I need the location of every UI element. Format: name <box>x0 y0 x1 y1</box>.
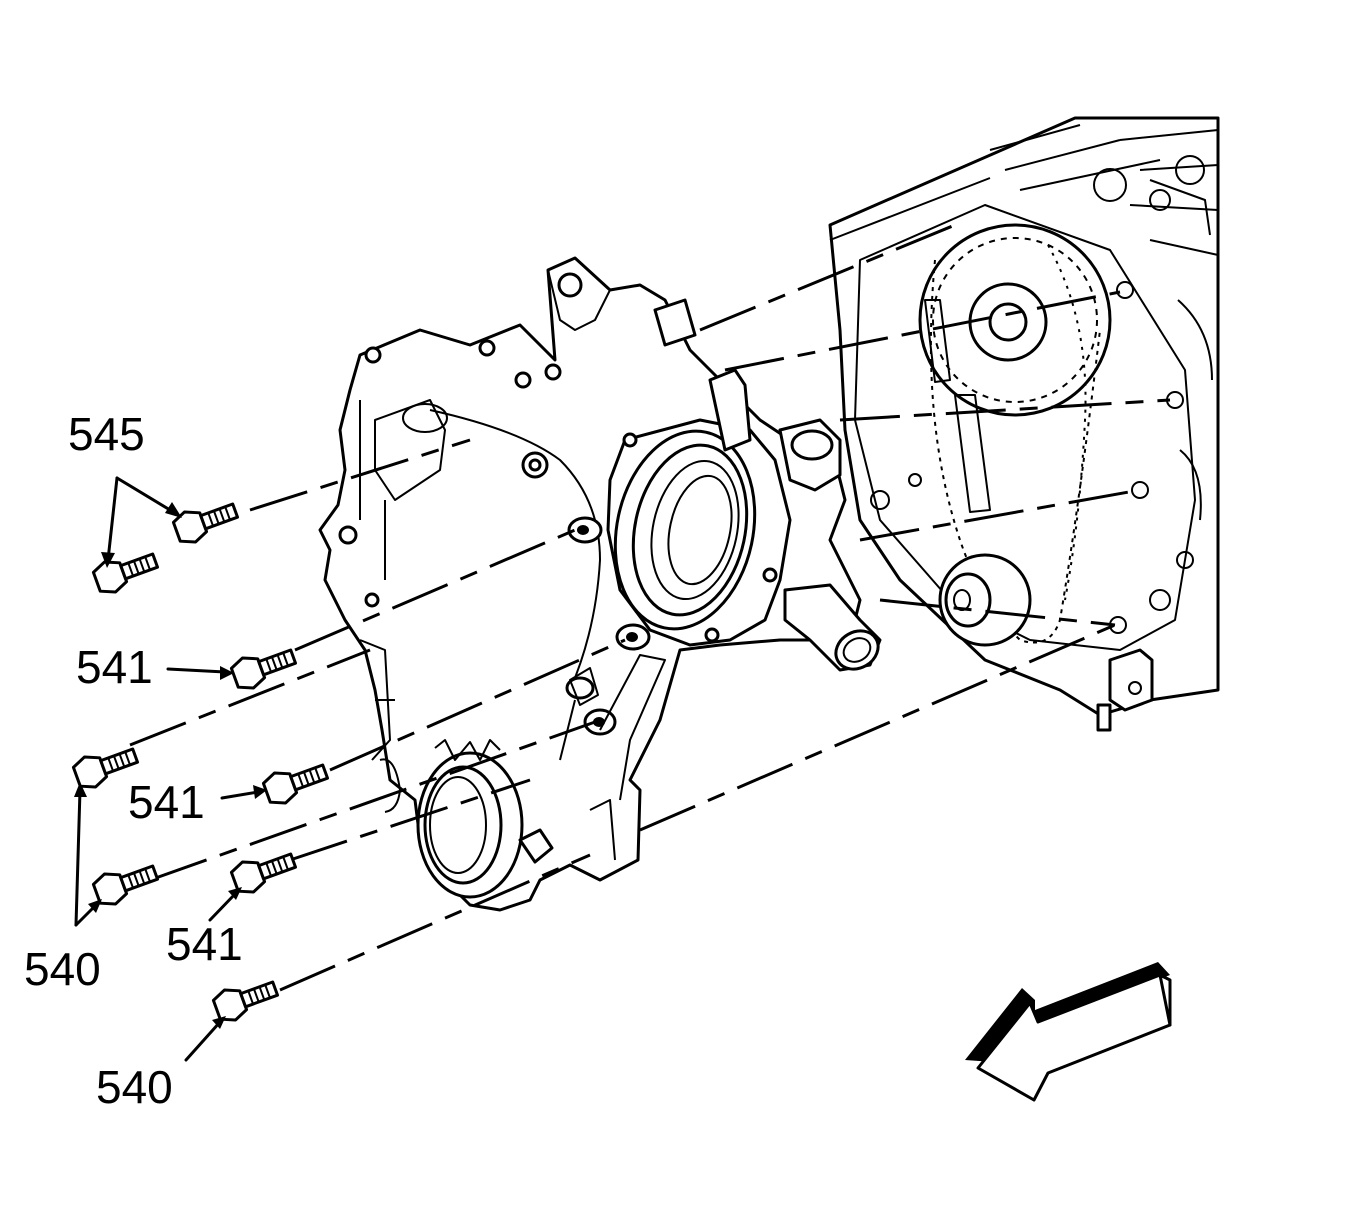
callout-540-left: 540 <box>24 943 101 995</box>
callout-541-top: 541 <box>76 641 153 693</box>
bolt-545-lower <box>91 552 159 594</box>
bolt-541-top <box>229 648 297 690</box>
camshaft-sprocket <box>918 223 1112 417</box>
crankshaft-front-seal <box>416 739 524 899</box>
bolt-540-left-lower <box>91 864 159 906</box>
callout-545: 545 <box>68 408 145 460</box>
engine-front-cover <box>318 256 882 912</box>
leader-lines <box>74 476 267 1062</box>
engine-block <box>828 116 1220 732</box>
crankshaft-sprocket <box>938 553 1032 647</box>
callout-540-bottom: 540 <box>96 1061 173 1113</box>
bolt-540-left-upper <box>71 747 139 789</box>
bolt-540-bottom <box>211 980 279 1022</box>
front-direction-arrow-icon <box>965 962 1172 1102</box>
bolt-541-mid <box>261 763 329 805</box>
callout-541-mid: 541 <box>128 776 205 828</box>
timing-chain <box>929 259 1101 644</box>
bolt-545-upper <box>171 502 239 544</box>
alignment-lines <box>129 223 1171 992</box>
callout-541-low: 541 <box>166 918 243 970</box>
water-pump-housing <box>606 298 882 672</box>
